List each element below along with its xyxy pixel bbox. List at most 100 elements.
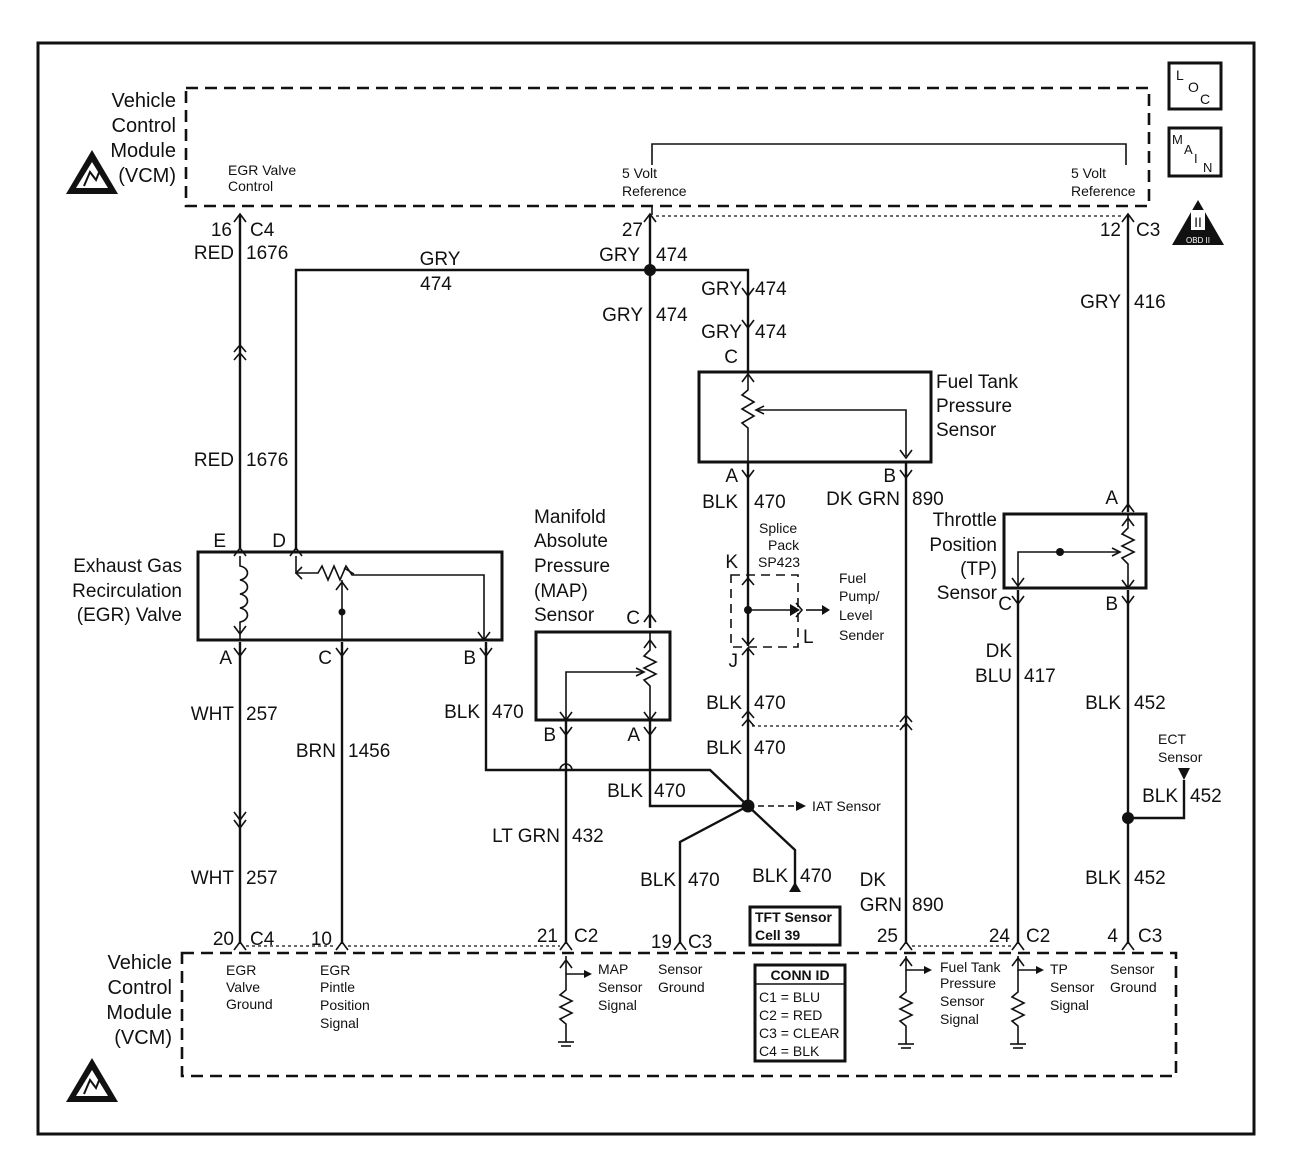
svg-text:CONN ID: CONN ID: [770, 967, 829, 983]
vcm-bottom-line1: Vehicle: [108, 952, 173, 974]
svg-text:Fuel: Fuel: [839, 570, 866, 586]
svg-text:MAP: MAP: [598, 961, 628, 977]
svg-text:E: E: [213, 531, 226, 552]
svg-text:Level: Level: [839, 607, 872, 623]
svg-text:10: 10: [311, 929, 332, 950]
vcm-top-box: [184, 86, 1151, 208]
svg-text:470: 470: [654, 781, 686, 802]
svg-text:C2: C2: [574, 926, 598, 947]
vcm-bottom-line4: (VCM): [114, 1027, 172, 1049]
svg-text:ECT: ECT: [1158, 731, 1186, 747]
svg-text:GRY: GRY: [420, 249, 461, 270]
svg-text:1676: 1676: [246, 450, 288, 471]
svg-text:GRY: GRY: [599, 245, 640, 266]
svg-text:C: C: [1200, 91, 1210, 107]
svg-text:C3 = CLEAR: C3 = CLEAR: [759, 1025, 840, 1041]
svg-text:Ground: Ground: [1110, 979, 1157, 995]
throttle-position-sensor: [1002, 512, 1148, 590]
pin-12: 12: [1100, 220, 1121, 241]
svg-text:Sensor: Sensor: [940, 993, 985, 1009]
egr-valve-control-label: EGR Valve: [228, 162, 296, 178]
connector-c4: C4: [250, 220, 275, 241]
svg-text:J: J: [729, 651, 739, 672]
vcm-bottom-line2: Control: [108, 977, 172, 999]
svg-text:M: M: [1172, 132, 1183, 147]
svg-text:DK: DK: [860, 870, 887, 891]
svg-text:417: 417: [1024, 666, 1056, 687]
svg-text:BLU: BLU: [975, 666, 1012, 687]
svg-text:B: B: [883, 466, 896, 487]
svg-text:Manifold: Manifold: [534, 507, 606, 528]
svg-text:470: 470: [754, 738, 786, 759]
svg-text:474: 474: [755, 279, 787, 300]
svg-text:C4: C4: [250, 929, 275, 950]
svg-text:C3: C3: [688, 932, 712, 953]
svg-text:Signal: Signal: [320, 1015, 359, 1031]
svg-text:BLK: BLK: [1085, 693, 1121, 714]
svg-text:BLK: BLK: [706, 693, 742, 714]
splice-pack-sp423: [730, 574, 799, 648]
svg-text:1456: 1456: [348, 741, 390, 762]
svg-text:RED: RED: [194, 450, 234, 471]
svg-text:II: II: [1194, 214, 1202, 230]
svg-text:470: 470: [492, 702, 524, 723]
svg-text:BLK: BLK: [752, 866, 788, 887]
svg-text:Absolute: Absolute: [534, 531, 608, 552]
svg-text:Splice: Splice: [759, 520, 797, 536]
svg-text:470: 470: [754, 492, 786, 513]
svg-text:Sensor: Sensor: [936, 420, 997, 441]
vcm-bottom-box: [180, 951, 1178, 1078]
svg-text:474: 474: [656, 305, 688, 326]
svg-text:257: 257: [246, 704, 278, 725]
svg-text:Sensor: Sensor: [1158, 749, 1203, 765]
svg-text:DK GRN: DK GRN: [826, 489, 900, 510]
svg-text:BLK: BLK: [706, 738, 742, 759]
svg-text:Pressure: Pressure: [534, 556, 610, 577]
svg-text:890: 890: [912, 895, 944, 916]
connector-c3: C3: [1136, 220, 1160, 241]
5v-ref2-label2: Reference: [1071, 183, 1136, 199]
svg-text:452: 452: [1190, 786, 1222, 807]
svg-text:Cell 39: Cell 39: [755, 927, 800, 943]
svg-text:TP: TP: [1050, 961, 1068, 977]
svg-text:Position: Position: [929, 535, 997, 556]
svg-text:21: 21: [537, 926, 558, 947]
svg-text:GRN: GRN: [860, 895, 902, 916]
map-sensor: [534, 630, 672, 722]
svg-text:19: 19: [651, 932, 672, 953]
svg-text:474: 474: [755, 322, 787, 343]
svg-text:4: 4: [1107, 926, 1118, 947]
svg-text:EGR: EGR: [320, 962, 350, 978]
svg-text:BLK: BLK: [702, 492, 738, 513]
5v-ref-label: 5 Volt: [622, 165, 657, 181]
svg-text:Exhaust Gas: Exhaust Gas: [73, 556, 182, 577]
svg-text:LT GRN: LT GRN: [492, 826, 560, 847]
svg-text:A: A: [627, 725, 640, 746]
5v-ref-internal-link: [651, 143, 1127, 165]
svg-text:GRY: GRY: [701, 322, 742, 343]
svg-text:A: A: [1105, 488, 1118, 509]
svg-text:C: C: [626, 608, 640, 629]
svg-text:Signal: Signal: [940, 1011, 979, 1027]
vcm-top-line3: Module: [110, 140, 176, 162]
svg-text:470: 470: [688, 870, 720, 891]
egr-valve: [196, 550, 504, 642]
svg-text:Pressure: Pressure: [940, 975, 996, 991]
svg-text:Sensor: Sensor: [1110, 961, 1155, 977]
svg-text:Sensor: Sensor: [658, 961, 703, 977]
egr-valve-control-label2: Control: [228, 178, 273, 194]
svg-text:Ground: Ground: [658, 979, 705, 995]
svg-text:432: 432: [572, 826, 604, 847]
svg-text:Valve: Valve: [226, 979, 260, 995]
svg-text:B: B: [463, 648, 476, 669]
pin-27: 27: [622, 220, 643, 241]
svg-text:Signal: Signal: [598, 997, 637, 1013]
svg-text:RED: RED: [194, 243, 234, 264]
svg-text:C: C: [318, 648, 332, 669]
svg-text:C1 = BLU: C1 = BLU: [759, 989, 820, 1005]
outer-frame: [36, 41, 1256, 1136]
tp-pullup-resistor: [1010, 956, 1044, 1049]
svg-text:C4 = BLK: C4 = BLK: [759, 1043, 820, 1059]
tft-sensor-box: [748, 905, 842, 947]
